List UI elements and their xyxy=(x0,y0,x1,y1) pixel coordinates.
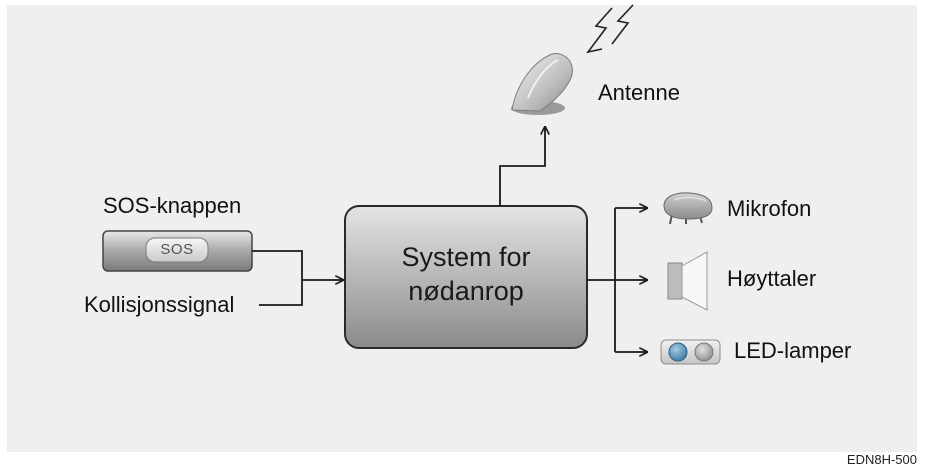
system-title-line1: System for xyxy=(401,242,531,272)
sos-button-label: SOS-knappen xyxy=(103,193,242,218)
speaker-label: Høyttaler xyxy=(727,266,817,291)
antenna-connector xyxy=(499,127,545,206)
system-title-line2: nødanrop xyxy=(408,276,524,306)
antenna-label: Antenne xyxy=(598,80,680,105)
figure-code: EDN8H-500 xyxy=(846,452,917,467)
sos-button-icon xyxy=(102,230,253,272)
led-lamps-icon xyxy=(660,339,721,365)
collision-signal-label: Kollisjonssignal xyxy=(84,292,235,317)
microphone-icon xyxy=(663,192,713,225)
input-connectors xyxy=(252,250,343,306)
lightning-icon xyxy=(586,4,634,54)
sos-button-text: SOS xyxy=(160,241,194,258)
microphone-label: Mikrofon xyxy=(727,196,812,221)
speaker-icon xyxy=(667,251,708,311)
antenna-icon xyxy=(511,53,573,115)
system-box xyxy=(344,205,588,349)
output-connectors xyxy=(587,208,647,352)
led-lamps-label: LED-lamper xyxy=(734,338,852,363)
system-title: System for nødanrop xyxy=(345,240,587,308)
